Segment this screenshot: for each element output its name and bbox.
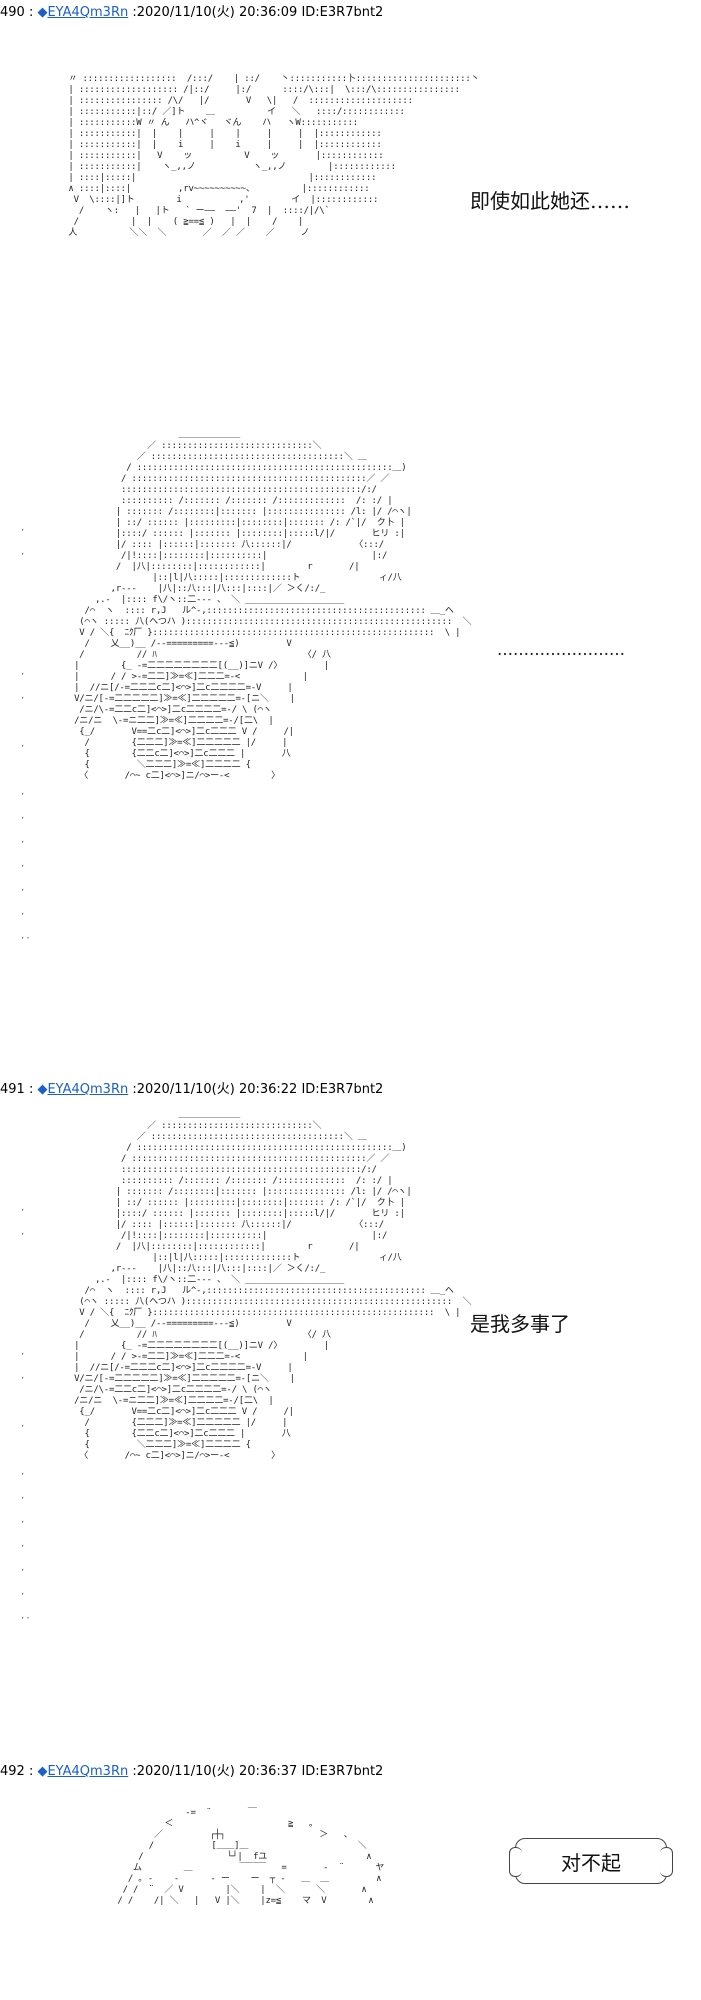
speech-bubble-text: 对不起 — [561, 1850, 621, 1875]
post-meta: :2020/11/10(火) 20:36:22 ID:E3R7bnt2 — [132, 1082, 384, 1097]
post-number: 490 : — [0, 5, 34, 20]
trip-diamond-icon: ◆ — [37, 1764, 48, 1779]
post-number: 492 : — [0, 1764, 34, 1779]
post-meta: :2020/11/10(火) 20:36:37 ID:E3R7bnt2 — [132, 1764, 384, 1779]
side-dots: · · · · · · · · · · · ·· — [20, 1206, 31, 1624]
trip-diamond-icon: ◆ — [37, 1082, 48, 1097]
post-number: 491 : — [0, 1082, 34, 1097]
ascii-art-face-closeup: 〃 :::::::::::::::::: /:::/ | ::/ 丶::::::… — [68, 74, 480, 238]
poster-name-link[interactable]: EYA4Qm3Rn — [47, 1082, 129, 1097]
ascii-art-girl-hat: ＿＿＿＿＿＿＿ ／ :::::::::::::::::::::::::::::＼… — [74, 430, 472, 781]
poster-name-link[interactable]: EYA4Qm3Rn — [47, 5, 129, 20]
speech-bubble: 对不起 — [509, 1838, 673, 1884]
dialogue-line: 是我多事了 — [470, 1312, 570, 1336]
post-header-490: 490 : ◆EYA4Qm3Rn :2020/11/10(火) 20:36:09… — [0, 4, 701, 22]
dialogue-line: 即使如此她还…… — [470, 189, 630, 213]
ascii-art-closeup-bottom: -= ¨ ￣ ＜ ≧ 。 ／ ┌┼┐ ＞ 、 / [＿＿]＿ ＼ / — [117, 1808, 385, 1906]
post-meta: :2020/11/10(火) 20:36:09 ID:E3R7bnt2 — [132, 5, 384, 20]
trip-diamond-icon: ◆ — [37, 5, 48, 20]
ascii-art-girl-hat: ＿＿＿＿＿＿＿ ／ :::::::::::::::::::::::::::::＼… — [74, 1110, 472, 1461]
poster-name-link[interactable]: EYA4Qm3Rn — [47, 1764, 129, 1779]
post-header-491: 491 : ◆EYA4Qm3Rn :2020/11/10(火) 20:36:22… — [0, 1081, 701, 1099]
post-header-492: 492 : ◆EYA4Qm3Rn :2020/11/10(火) 20:36:37… — [0, 1763, 701, 1781]
side-dots: · · · · · · · · · · · ·· — [20, 526, 31, 944]
dialogue-ellipsis: …………………… — [497, 640, 625, 659]
